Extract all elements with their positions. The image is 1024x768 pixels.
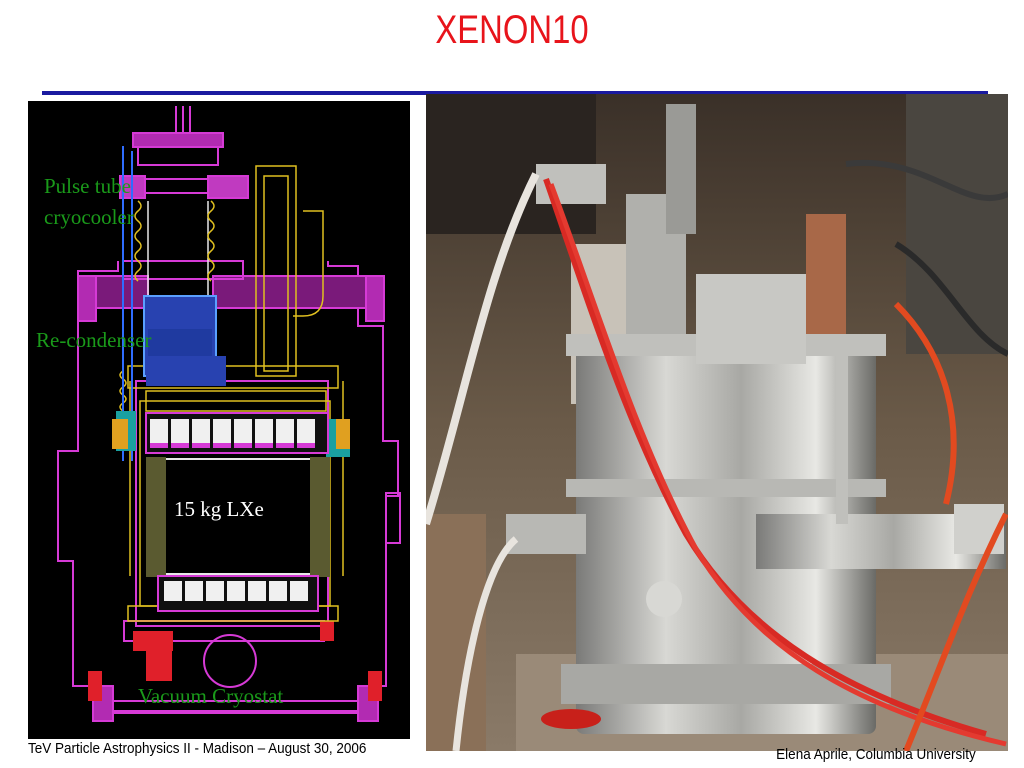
label-lxe: 15 kg LXe: [174, 497, 264, 521]
title-divider: [42, 91, 988, 95]
detector-photo: [426, 94, 1008, 751]
footer-conference: TeV Particle Astrophysics II - Madison –…: [28, 740, 367, 757]
cryostat-schematic: Pulse tube cryocooler Re-condenser 15 kg…: [28, 101, 410, 739]
slide-title: XENON10: [435, 8, 589, 52]
footer-author: Elena Aprile, Columbia University: [776, 746, 976, 763]
label-pulse-tube: Pulse tube: [44, 174, 131, 198]
detector-photo-icon: [426, 94, 1008, 751]
label-vacuum-cryostat: Vacuum Cryostat: [138, 684, 284, 708]
schematic-drawing: [57, 106, 401, 722]
label-recondenser: Re-condenser: [36, 328, 152, 352]
label-cryocooler: cryocooler: [44, 205, 134, 229]
